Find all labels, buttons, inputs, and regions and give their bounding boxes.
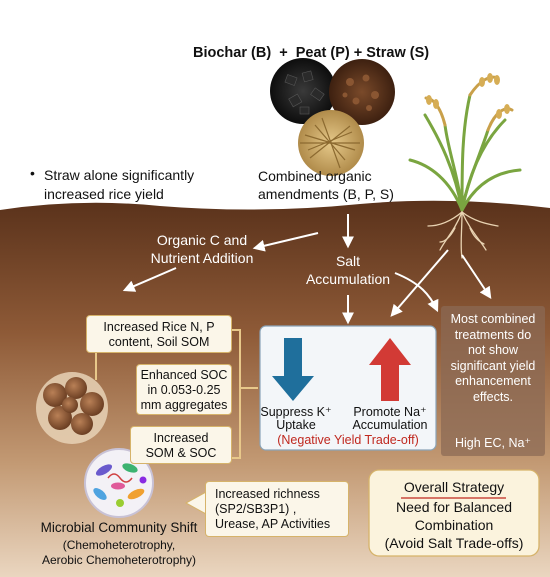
right-note-line4: significant yield	[450, 358, 536, 373]
combined-line1: Combined organic	[258, 168, 372, 184]
arrow-rice-to-right	[461, 254, 492, 299]
box-soc-line2: in 0.053-0.25	[147, 383, 221, 397]
suppress-label-line2: Uptake	[276, 418, 316, 432]
right-note-line6: effects.	[472, 389, 514, 404]
promote-label-line1: Promote Na⁺	[353, 405, 427, 419]
arrow-rice-to-center	[390, 249, 449, 317]
right-note-line5: enhancement	[455, 374, 531, 388]
right-note-line2: treatments do	[454, 327, 532, 342]
box-som-soc-line1: Increased	[153, 431, 209, 445]
box-rice-np-line2: content, Soil SOM	[108, 335, 210, 349]
box-richness-line1: Increased richness	[215, 487, 320, 501]
page-title: Biochar (B) + Peat (P) + Straw (S)	[193, 45, 430, 61]
box-rice-np: Increased Rice N, P content, Soil SOM	[86, 315, 232, 353]
organic-label-line2: Nutrient Addition	[150, 250, 254, 266]
bullet-point: •	[30, 165, 35, 181]
microbe-icon	[84, 448, 154, 518]
biochar-icon	[270, 58, 336, 124]
negative-tradeoff-label: (Negative Yield Trade-off)	[277, 433, 419, 447]
microbial-title: Microbial Community Shift	[40, 520, 198, 535]
strategy-title: Overall Strategy	[403, 479, 505, 495]
box-richness: Increased richness (SP2/SB3P1) , Urease,…	[205, 481, 349, 537]
right-note-line1: Most combined	[450, 312, 536, 326]
straw-note-line1: Straw alone significantly	[44, 167, 195, 183]
arrow-center-to-right	[394, 272, 439, 313]
arrow-to-organic	[252, 232, 319, 252]
bracket-connector	[228, 329, 258, 459]
rice-plant-icon	[408, 73, 522, 259]
salt-label-line2: Accumulation	[305, 271, 391, 287]
box-som-soc: Increased SOM & SOC	[130, 426, 232, 464]
peat-icon	[329, 59, 395, 125]
box-soc: Enhanced SOC in 0.053-0.25 mm aggregates	[136, 364, 232, 415]
right-note-footer: High EC, Na⁺	[454, 436, 532, 450]
salt-label-line1: Salt	[335, 253, 361, 269]
strategy-line4: (Avoid Salt Trade-offs)	[384, 535, 524, 551]
box-richness-line2: (SP2/SB3P1) ,	[215, 502, 297, 516]
suppress-label-line1: Suppress K⁺	[260, 405, 332, 419]
combined-line2: amendments (B, P, S)	[258, 186, 394, 202]
box-soc-line3: mm aggregates	[140, 398, 228, 412]
strategy-box	[368, 469, 540, 557]
microbial-line2: (Chemoheterotrophy,	[62, 538, 176, 552]
soil-aggregates-icon	[36, 372, 108, 444]
right-note-line3: not show	[467, 343, 519, 357]
right-note: Most combined treatments do not show sig…	[441, 312, 545, 405]
promote-label-line2: Accumulation	[352, 418, 428, 432]
strategy-line3: Combination	[414, 517, 494, 533]
box-richness-line3: Urease, AP Activities	[215, 517, 331, 531]
down-arrow-icon	[272, 338, 314, 401]
organic-label-line1: Organic C and	[156, 232, 248, 248]
straw-note-line2: increased rice yield	[44, 186, 164, 202]
box-rice-np-line1: Increased Rice N, P	[103, 320, 215, 334]
strategy-line2: Need for Balanced	[396, 499, 512, 515]
microbial-line3: Aerobic Chemoheterotrophy)	[41, 553, 197, 567]
box-som-soc-line2: SOM & SOC	[145, 446, 217, 460]
right-panel-bg	[441, 306, 545, 456]
arrow-to-left-soil	[122, 267, 177, 292]
straw-icon	[298, 110, 364, 176]
box-soc-line1: Enhanced SOC	[140, 368, 228, 382]
up-arrow-icon	[369, 338, 411, 401]
